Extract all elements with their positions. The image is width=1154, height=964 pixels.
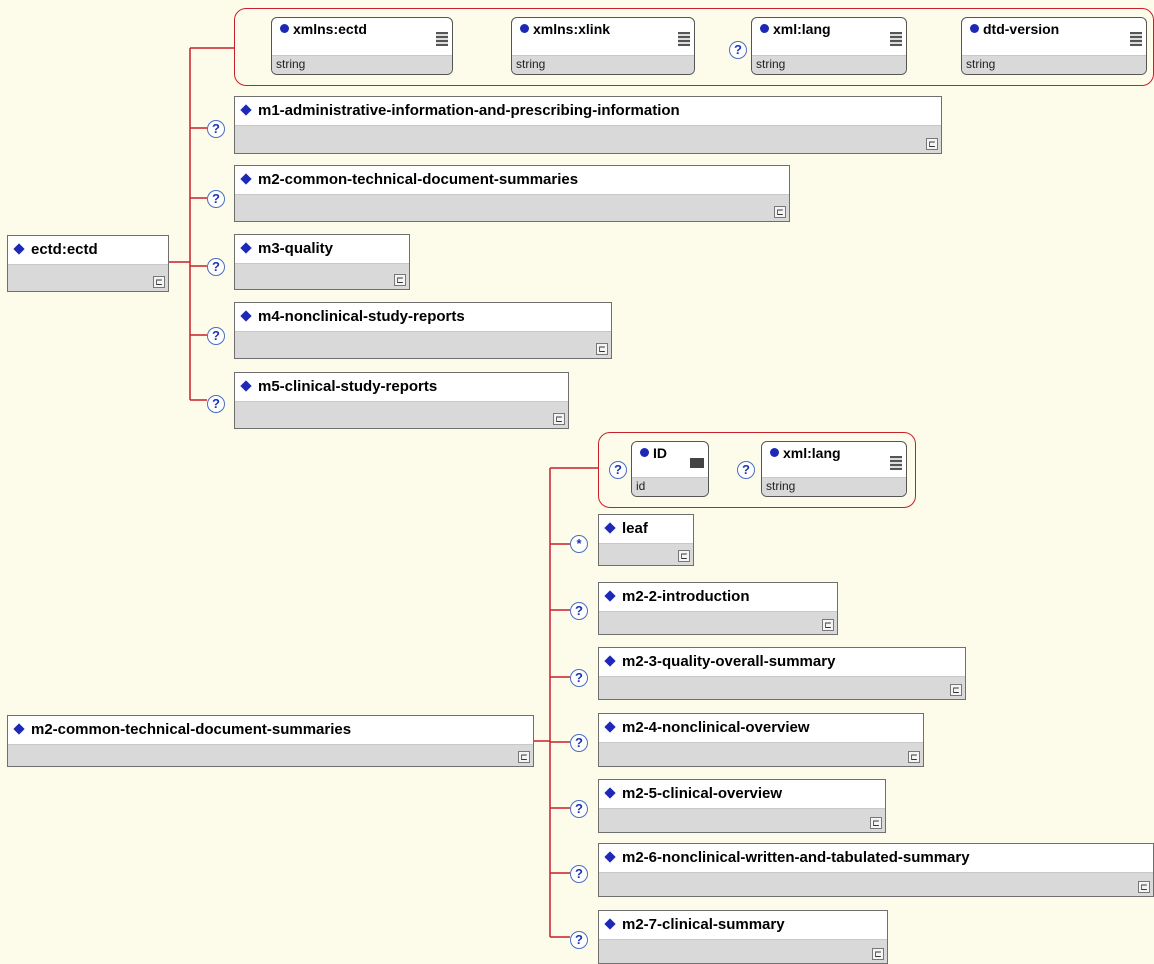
attribute-name: xmlns:xlink — [533, 21, 611, 37]
attribute-dot-icon — [640, 448, 649, 457]
child-element-m2-5[interactable]: m2-5-clinical-overview ⊏ — [598, 779, 886, 833]
optional-badge-icon: ? — [570, 734, 588, 752]
optional-badge-icon: ? — [207, 395, 225, 413]
optional-badge-icon: ? — [570, 800, 588, 818]
expand-icon[interactable]: ⊏ — [518, 751, 530, 763]
optional-badge-icon: ? — [570, 931, 588, 949]
element-label: m3-quality — [258, 240, 334, 257]
root-element-ectd[interactable]: ectd:ectd ⊏ — [7, 235, 169, 292]
element-label: m2-common-technical-document-summaries — [258, 171, 579, 188]
attribute-dot-icon — [760, 24, 769, 33]
attribute-type-icon — [890, 456, 902, 470]
expand-icon[interactable]: ⊏ — [822, 619, 834, 631]
child-element-m2-4[interactable]: m2-4-nonclinical-overview ⊏ — [598, 713, 924, 767]
expand-icon[interactable]: ⊏ — [774, 206, 786, 218]
element-label: m2-common-technical-document-summaries — [31, 721, 352, 738]
child-element-m5[interactable]: m5-clinical-study-reports ⊏ — [234, 372, 569, 429]
element-label: m2-7-clinical-summary — [622, 916, 785, 933]
child-element-m2-6[interactable]: m2-6-nonclinical-written-and-tabulated-s… — [598, 843, 1154, 897]
optional-badge-icon: ? — [570, 669, 588, 687]
attribute-dot-icon — [770, 448, 779, 457]
element-label: m4-nonclinical-study-reports — [258, 308, 465, 325]
attribute-type-icon — [690, 458, 704, 468]
attribute-name: ID — [653, 445, 667, 461]
expand-icon[interactable]: ⊏ — [872, 948, 884, 960]
element-label: m2-3-quality-overall-summary — [622, 653, 836, 670]
m2-attribute-group: ? ID id ? xml:lang string — [598, 432, 916, 508]
attribute-type: string — [272, 55, 452, 74]
expand-icon[interactable]: ⊏ — [678, 550, 690, 562]
element-label: leaf — [622, 520, 648, 537]
attribute-xml-lang[interactable]: xml:lang string — [751, 17, 907, 75]
expand-icon[interactable]: ⊏ — [1138, 881, 1150, 893]
attribute-type-icon — [890, 32, 902, 46]
element-label: m1-administrative-information-and-prescr… — [258, 102, 680, 119]
child-element-leaf[interactable]: leaf ⊏ — [598, 514, 694, 566]
element-label: ectd:ectd — [31, 241, 98, 258]
optional-badge-icon: ? — [729, 41, 747, 59]
attribute-dot-icon — [280, 24, 289, 33]
element-label: m5-clinical-study-reports — [258, 378, 438, 395]
optional-badge-icon: ? — [207, 327, 225, 345]
element-label: m2-6-nonclinical-written-and-tabulated-s… — [622, 849, 970, 866]
expand-icon[interactable]: ⊏ — [553, 413, 565, 425]
optional-badge-icon: ? — [570, 865, 588, 883]
child-element-m2-2[interactable]: m2-2-introduction ⊏ — [598, 582, 838, 635]
attribute-type: string — [512, 55, 694, 74]
attribute-dot-icon — [520, 24, 529, 33]
attribute-name: xmlns:ectd — [293, 21, 367, 37]
attribute-xmlns-xlink[interactable]: xmlns:xlink string — [511, 17, 695, 75]
element-label: m2-4-nonclinical-overview — [622, 719, 810, 736]
attribute-type: string — [752, 55, 906, 74]
expand-icon[interactable]: ⊏ — [596, 343, 608, 355]
element-label: m2-5-clinical-overview — [622, 785, 783, 802]
attribute-dot-icon — [970, 24, 979, 33]
expand-icon[interactable]: ⊏ — [153, 276, 165, 288]
repeat-badge-icon: * — [570, 535, 588, 553]
expand-icon[interactable]: ⊏ — [950, 684, 962, 696]
attribute-name: dtd-version — [983, 21, 1060, 37]
optional-badge-icon: ? — [207, 258, 225, 276]
attribute-type-icon — [436, 32, 448, 46]
child-element-m3[interactable]: m3-quality ⊏ — [234, 234, 410, 290]
optional-badge-icon: ? — [570, 602, 588, 620]
child-element-m1[interactable]: m1-administrative-information-and-prescr… — [234, 96, 942, 154]
attribute-type: string — [962, 55, 1146, 74]
expand-icon[interactable]: ⊏ — [908, 751, 920, 763]
attribute-type-icon — [678, 32, 690, 46]
optional-badge-icon: ? — [207, 120, 225, 138]
attribute-xmlns-ectd[interactable]: xmlns:ectd string — [271, 17, 453, 75]
attribute-type-icon — [1130, 32, 1142, 46]
optional-badge-icon: ? — [737, 461, 755, 479]
attribute-name: xml:lang — [773, 21, 831, 37]
attribute-name: xml:lang — [783, 445, 841, 461]
expand-icon[interactable]: ⊏ — [394, 274, 406, 286]
child-element-m2-7[interactable]: m2-7-clinical-summary ⊏ — [598, 910, 888, 964]
attribute-type: id — [632, 477, 708, 496]
child-element-m2[interactable]: m2-common-technical-document-summaries ⊏ — [234, 165, 790, 222]
child-element-m2-3[interactable]: m2-3-quality-overall-summary ⊏ — [598, 647, 966, 700]
attribute-id[interactable]: ID id — [631, 441, 709, 497]
expand-icon[interactable]: ⊏ — [926, 138, 938, 150]
optional-badge-icon: ? — [207, 190, 225, 208]
attribute-xml-lang[interactable]: xml:lang string — [761, 441, 907, 497]
ectd-attribute-group: xmlns:ectd string xmlns:xlink string ? x… — [234, 8, 1154, 86]
element-label: m2-2-introduction — [622, 588, 750, 605]
optional-badge-icon: ? — [609, 461, 627, 479]
attribute-dtd-version[interactable]: dtd-version string — [961, 17, 1147, 75]
child-element-m4[interactable]: m4-nonclinical-study-reports ⊏ — [234, 302, 612, 359]
attribute-type: string — [762, 477, 906, 496]
root-element-m2-summaries[interactable]: m2-common-technical-document-summaries ⊏ — [7, 715, 534, 767]
expand-icon[interactable]: ⊏ — [870, 817, 882, 829]
